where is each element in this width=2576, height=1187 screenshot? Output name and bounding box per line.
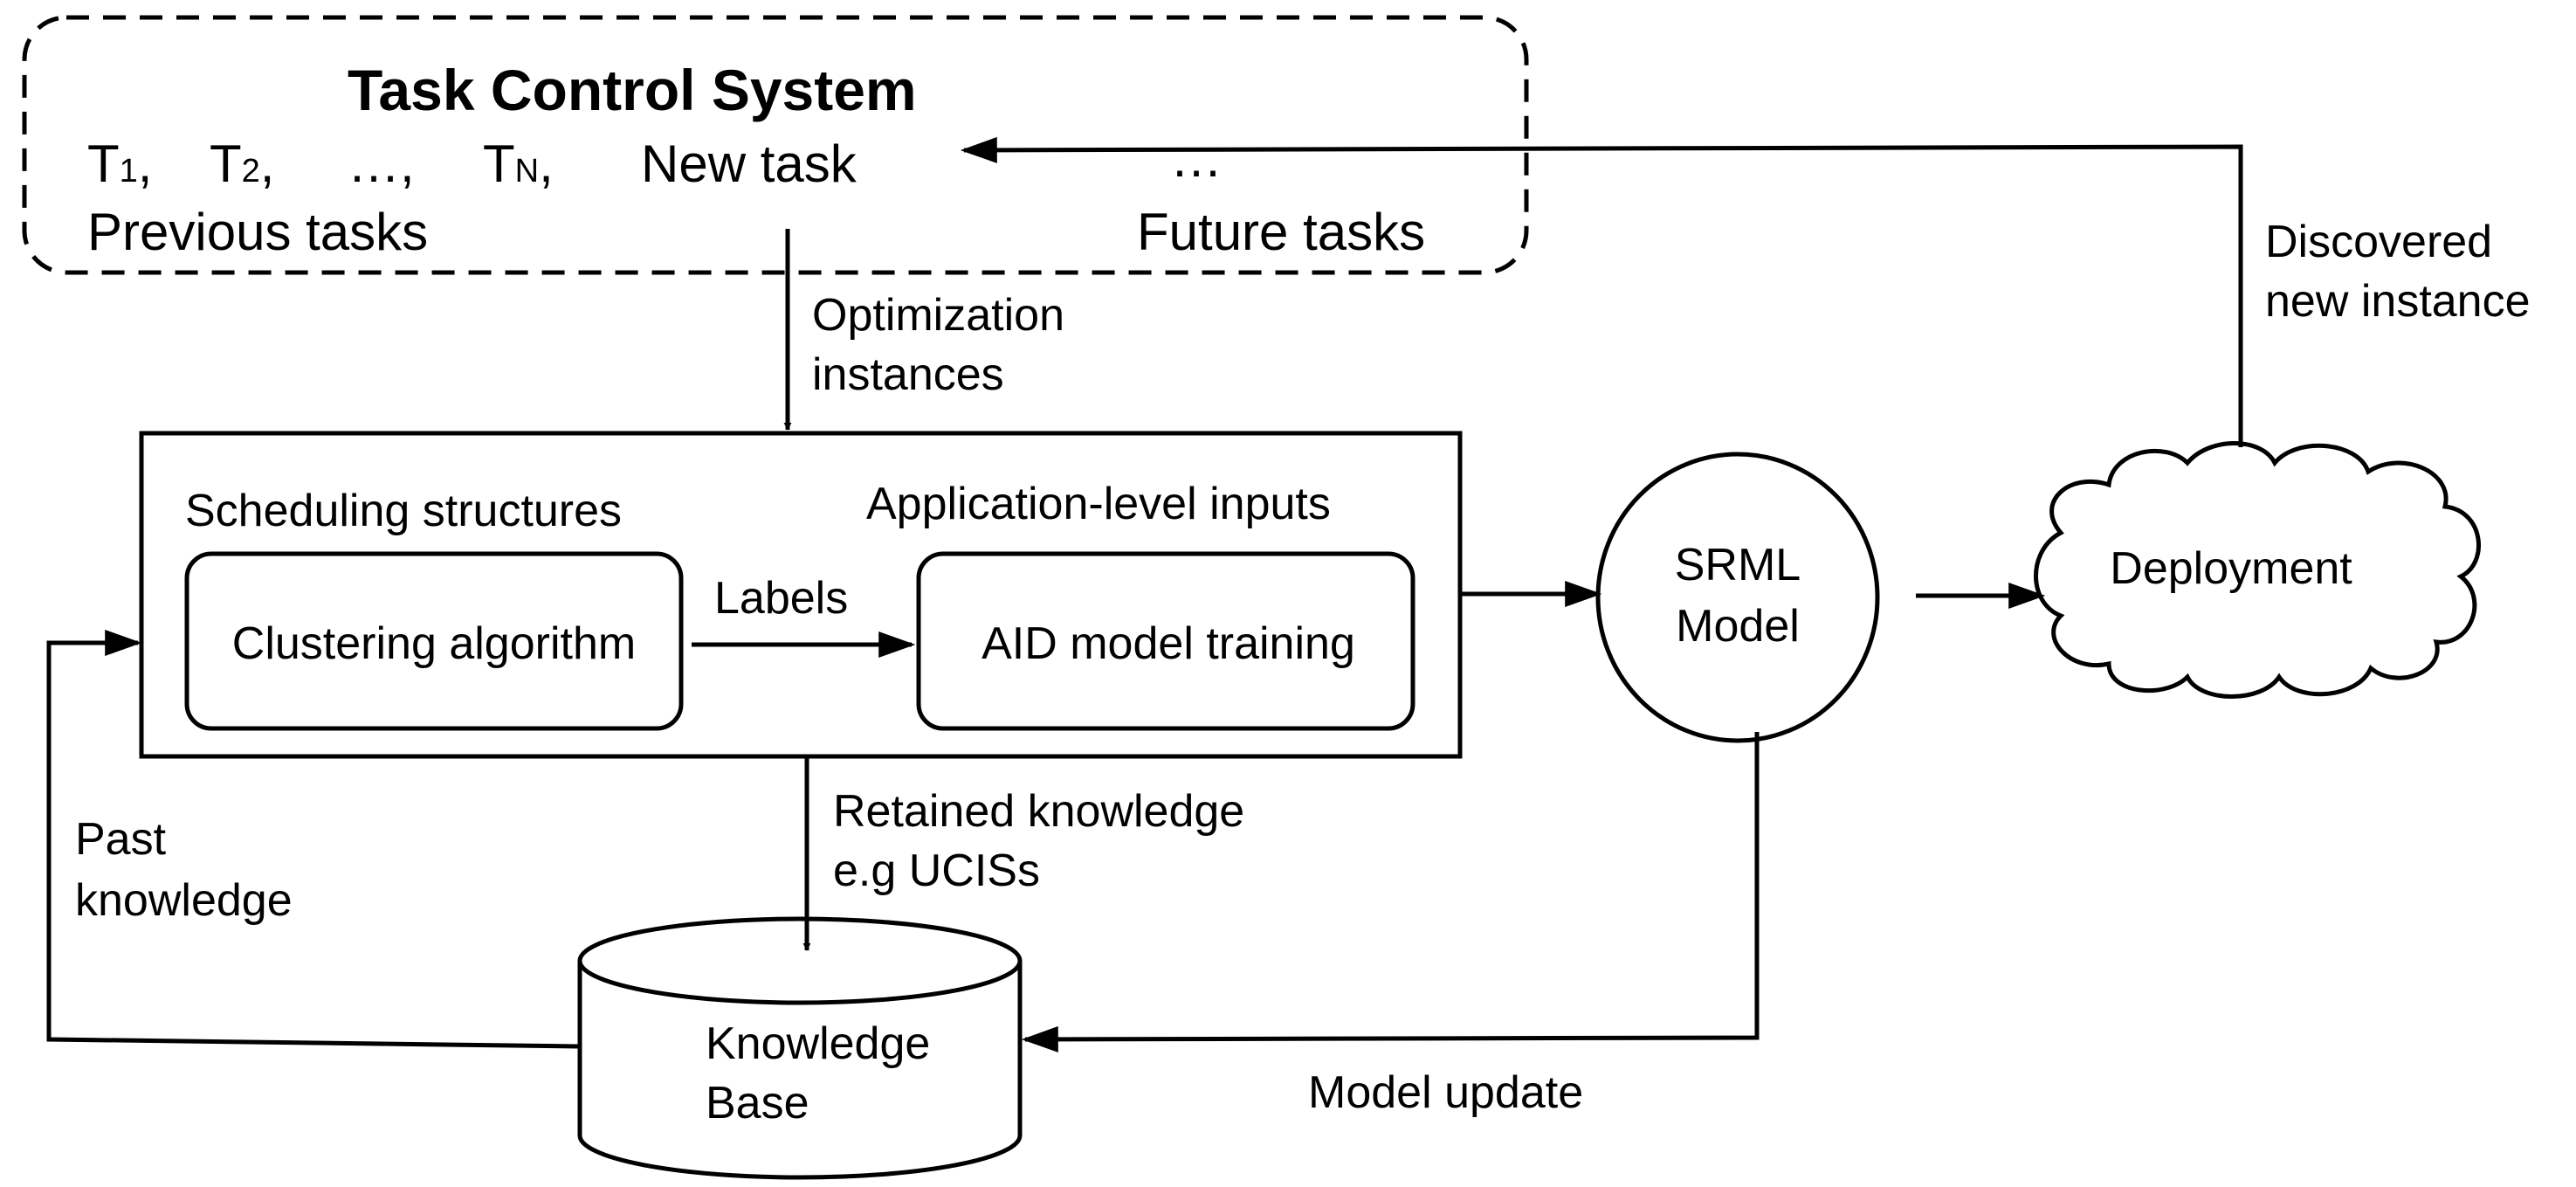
task-control-system-title: Task Control System [348, 58, 917, 122]
task-ellipsis: …, [348, 135, 415, 193]
task-t1: T1, [87, 135, 152, 193]
srml-model-label-1: SRML [1675, 540, 1801, 590]
future-tasks-label: Future tasks [1137, 203, 1425, 261]
past-knowledge-label-2: knowledge [75, 875, 293, 926]
aid-model-training-label: AID model training [981, 618, 1355, 669]
discovered-label-1: Discovered [2265, 217, 2492, 267]
clustering-algorithm-label: Clustering algorithm [232, 618, 636, 669]
past-knowledge-arrow [46, 630, 579, 1049]
application-level-inputs-label: Application-level inputs [866, 479, 1331, 529]
srml-model-label-2: Model [1676, 601, 1800, 652]
model-update-label: Model update [1308, 1067, 1583, 1118]
new-task-label: New task [641, 135, 858, 193]
labels-edge-label: Labels [714, 573, 848, 624]
optimization-instances-label-1: Optimization [812, 290, 1064, 341]
task-t2: T2, [210, 135, 274, 193]
aid-model-training-box [916, 551, 1415, 731]
past-knowledge-label-1: Past [75, 814, 167, 865]
srml-model-node [1595, 452, 1880, 743]
optimization-instances-label-2: instances [812, 349, 1004, 400]
discovered-label-2: new instance [2265, 276, 2531, 327]
future-ellipsis: … [1170, 129, 1223, 188]
deployment-label: Deployment [2110, 543, 2352, 594]
deployment-cloud [2034, 441, 2482, 699]
task-control-system-box [22, 15, 1529, 275]
knowledge-base-label-2: Base [706, 1078, 809, 1128]
model-update-arrow [1021, 732, 1760, 1052]
discovered-instance-arrow [960, 136, 2243, 447]
previous-tasks-label: Previous tasks [87, 203, 428, 261]
knowledge-base-label-1: Knowledge [706, 1018, 930, 1069]
retained-knowledge-label-2: e.g UCISs [833, 845, 1040, 896]
knowledge-base-node [577, 916, 1023, 1180]
scheduling-structures-label: Scheduling structures [185, 486, 622, 536]
retained-knowledge-label-1: Retained knowledge [833, 786, 1244, 837]
task-tn: TN, [483, 135, 554, 193]
clustering-algorithm-box [184, 551, 684, 731]
